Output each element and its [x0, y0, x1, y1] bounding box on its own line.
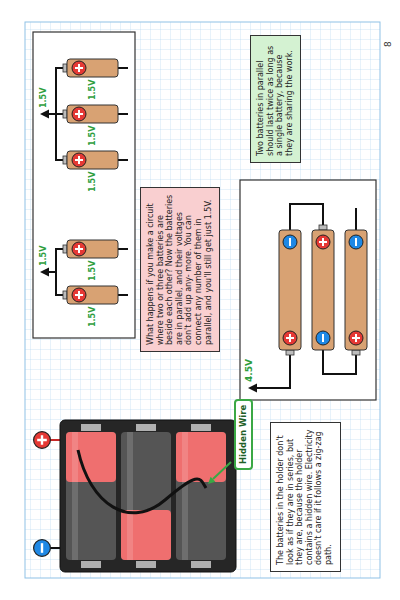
aa-battery: [66, 432, 116, 560]
box-text: Two batteries in parallel should last tw…: [256, 42, 294, 156]
voltage-label: 1.5V: [88, 307, 98, 327]
voltage-label: 4.5V: [244, 359, 255, 382]
parallel-diagram: [63, 286, 118, 304]
info-box: The batteries in the holder don't look a…: [270, 422, 341, 572]
aa-battery: [127, 432, 133, 560]
battery-holder-photo: [60, 420, 236, 572]
aa-battery: [182, 432, 188, 560]
voltage-label: 1.5V: [88, 80, 98, 100]
holder-spring: [81, 424, 101, 431]
note-box: Two batteries in parallel should last tw…: [250, 35, 301, 163]
series-diagram: [240, 180, 376, 400]
aa-battery: [121, 432, 171, 560]
voltage-label: 1.5V: [88, 261, 98, 281]
info-box: What happens if you make a circuit where…: [140, 187, 220, 352]
battery-holder-photo: [34, 540, 51, 557]
wire: [47, 68, 63, 160]
leader-arrowhead: [208, 477, 215, 484]
aa-battery: [176, 432, 226, 560]
parallel-diagram: [63, 59, 118, 77]
series-diagram: [312, 225, 334, 350]
voltage-label: 1.5V: [88, 172, 98, 192]
voltage-label: 1.5V: [39, 246, 49, 266]
voltage-label: 1.5V: [88, 126, 98, 146]
series-diagram: [279, 230, 301, 355]
box-text: The batteries in the holder don't look a…: [276, 429, 334, 565]
wire: [290, 204, 323, 230]
parallel-diagram: [63, 105, 118, 123]
wire: [118, 68, 128, 160]
grid-ground: [25, 22, 380, 578]
leader-line: [213, 462, 231, 479]
holder-spring: [191, 561, 211, 568]
aa-battery: [66, 432, 116, 560]
series-diagram: [345, 230, 367, 355]
series-diagram: [240, 180, 376, 400]
wire: [355, 208, 357, 230]
parallel-diagram: [63, 151, 118, 169]
holder-spring: [136, 424, 156, 431]
grid-paper: [25, 22, 380, 578]
holder-spring: [81, 561, 101, 568]
holder-spring: [136, 561, 156, 568]
aa-battery: [176, 432, 226, 560]
parallel-diagram: [33, 32, 135, 338]
box-text: Hidden Wire: [238, 405, 248, 464]
aa-battery: [121, 432, 171, 560]
arrowhead: [40, 268, 49, 277]
parallel-diagram: [33, 32, 135, 338]
wire: [256, 355, 290, 388]
wire: [118, 249, 128, 295]
arrowhead: [248, 384, 257, 393]
page-number: 8: [383, 41, 394, 47]
battery-holder-photo: [34, 420, 236, 572]
box-text: What happens if you make a circuit where…: [146, 194, 213, 345]
callout-label: Hidden Wire: [234, 399, 253, 470]
hidden-wire: [78, 450, 206, 513]
holder-spring: [191, 424, 211, 431]
arrowhead: [40, 110, 49, 119]
battery-holder-photo: [34, 432, 51, 449]
wire: [47, 249, 63, 295]
wire: [323, 350, 356, 374]
voltage-label: 1.5V: [39, 88, 49, 108]
parallel-diagram: [63, 240, 118, 258]
